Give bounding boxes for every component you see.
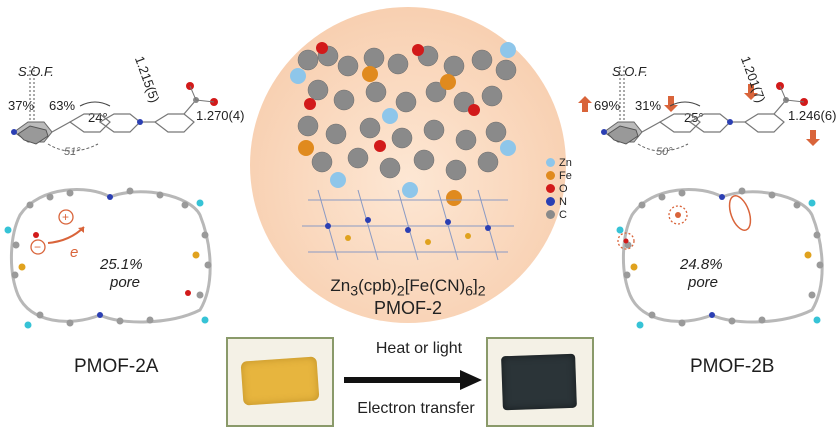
legend-swatch: [546, 171, 555, 180]
right-occupancy-b: 31%: [635, 98, 662, 113]
legend-swatch: [546, 197, 555, 206]
framework-formula: Zn3(cpb)2[Fe(CN)6]2: [330, 276, 486, 300]
left-pore-percent: 25.1%: [100, 256, 143, 273]
legend-label: O: [559, 182, 568, 195]
left-pore-word: pore: [110, 274, 141, 291]
dark-crystal-photo: [486, 337, 594, 427]
legend-label: C: [559, 208, 567, 221]
legend-label: N: [559, 195, 567, 208]
left-structure-name: PMOF-2A: [74, 356, 159, 377]
yellow-crystal: [240, 356, 320, 406]
left-bond-b: 1.270(4): [196, 108, 245, 123]
legend-item: Zn: [546, 156, 572, 169]
transition-top-label: Heat or light: [375, 340, 463, 357]
right-sof-label: S.O.F.: [612, 64, 648, 79]
right-ligand-structure: [601, 66, 808, 152]
right-arrow-icon: [344, 370, 482, 390]
transition-bottom-label: Electron transfer: [357, 400, 475, 417]
legend-item: O: [546, 182, 572, 195]
framework-name: PMOF-2: [373, 298, 442, 318]
down-arrow-icon: [806, 130, 820, 146]
dark-crystal: [501, 353, 577, 411]
legend-label: Fe: [559, 169, 572, 182]
left-occupancy-b: 63%: [49, 98, 76, 113]
right-dihedral: 50°: [656, 146, 673, 158]
legend-swatch: [546, 210, 555, 219]
right-structure-name: PMOF-2B: [690, 356, 775, 377]
right-framework-loop: [616, 187, 824, 329]
right-pore-percent: 24.8%: [680, 256, 723, 273]
up-arrow-icon: [578, 96, 592, 112]
right-pore-word: pore: [688, 274, 719, 291]
left-framework-loop: + −: [4, 187, 212, 329]
yellow-crystal-photo: [226, 337, 334, 427]
svg-text:+: +: [62, 210, 69, 224]
legend-item: N: [546, 195, 572, 208]
left-dihedral: 51°: [64, 146, 81, 158]
right-bond-b: 1.246(6): [788, 108, 837, 123]
legend-label: Zn: [559, 156, 572, 169]
left-occupancy-a: 37%: [8, 98, 35, 113]
down-arrow-icon: [664, 96, 678, 112]
center-crystal-packing: [290, 42, 517, 261]
legend-item: Fe: [546, 169, 572, 182]
svg-text:−: −: [34, 240, 41, 254]
right-occupancy-a: 69%: [594, 98, 621, 113]
down-arrow-icon: [744, 84, 758, 100]
legend-swatch: [546, 184, 555, 193]
left-electron-label: e: [70, 244, 79, 261]
left-ligand-structure: [11, 66, 218, 152]
legend-swatch: [546, 158, 555, 167]
legend-item: C: [546, 208, 572, 221]
left-sof-label: S.O.F.: [18, 64, 54, 79]
